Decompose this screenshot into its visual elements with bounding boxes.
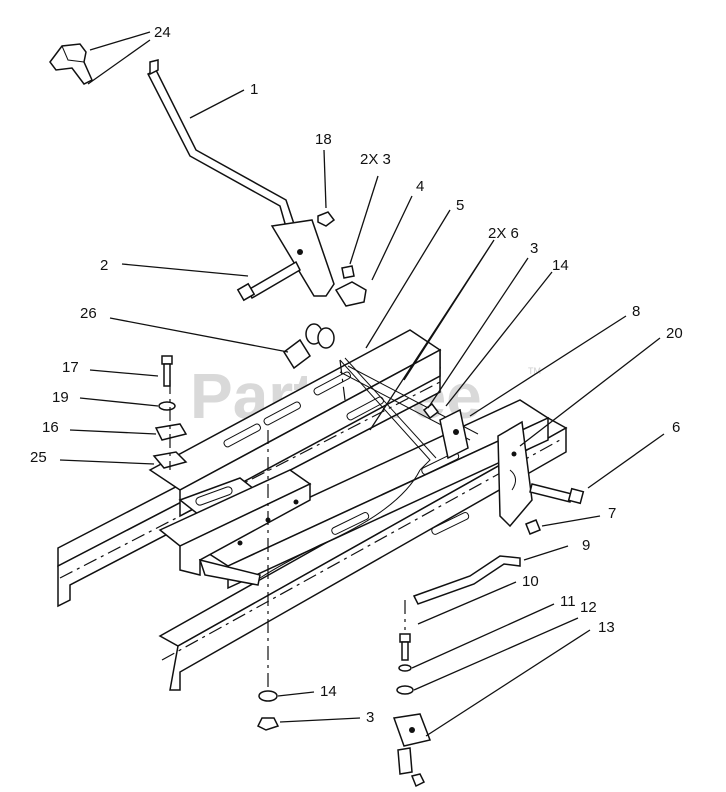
callout-3-lower: 3 xyxy=(366,709,374,726)
clip-4 xyxy=(334,265,367,307)
spacer-25 xyxy=(152,451,188,469)
callout-16: 16 xyxy=(42,419,59,436)
callout-2x6: 2X 6 xyxy=(488,225,519,242)
callout-1: 1 xyxy=(250,81,258,98)
bolt-17 xyxy=(161,355,173,387)
callout-11: 11 xyxy=(560,593,576,610)
bolt-10 xyxy=(399,633,411,661)
callout-14: 14 xyxy=(552,257,569,274)
link-13 xyxy=(392,713,432,788)
bolt-2 xyxy=(236,260,301,302)
callout-13: 13 xyxy=(598,619,615,636)
callout-2: 2 xyxy=(100,257,108,274)
nut-7 xyxy=(525,519,541,535)
callout-25: 25 xyxy=(30,449,47,466)
callout-3: 3 xyxy=(530,240,538,257)
callout-18: 18 xyxy=(315,131,332,148)
callout-7: 7 xyxy=(608,505,616,522)
callout-5: 5 xyxy=(456,197,464,214)
callout-10: 10 xyxy=(522,573,539,590)
bolt-6 xyxy=(529,483,585,505)
washer-12 xyxy=(396,685,414,695)
bracket-20 xyxy=(497,420,533,528)
callout-26: 26 xyxy=(80,305,97,322)
callout-14-lower: 14 xyxy=(320,683,337,700)
callout-6: 6 xyxy=(672,419,680,436)
nut-3 xyxy=(256,717,280,731)
callout-17: 17 xyxy=(62,359,79,376)
callout-20: 20 xyxy=(666,325,683,342)
shift-knob xyxy=(49,43,93,85)
washer-19 xyxy=(158,401,176,411)
mount-bracket xyxy=(158,469,312,586)
watermark-tm: TM xyxy=(528,366,541,376)
callout-2x3: 2X 3 xyxy=(360,151,391,168)
callout-4: 4 xyxy=(416,178,424,195)
callout-24: 24 xyxy=(154,24,171,41)
shift-lever xyxy=(146,59,335,297)
nut-18 xyxy=(317,211,336,227)
bushing-26 xyxy=(282,323,335,370)
callout-8: 8 xyxy=(632,303,640,320)
callout-19: 19 xyxy=(52,389,69,406)
washer-11 xyxy=(398,664,412,672)
leader-lines xyxy=(59,31,665,737)
callout-12: 12 xyxy=(580,599,597,616)
rod-9 xyxy=(412,555,521,605)
clip-16 xyxy=(154,423,188,441)
washer-14 xyxy=(258,690,278,702)
pivot-bracket-8 xyxy=(422,402,469,460)
callout-9: 9 xyxy=(582,537,590,554)
